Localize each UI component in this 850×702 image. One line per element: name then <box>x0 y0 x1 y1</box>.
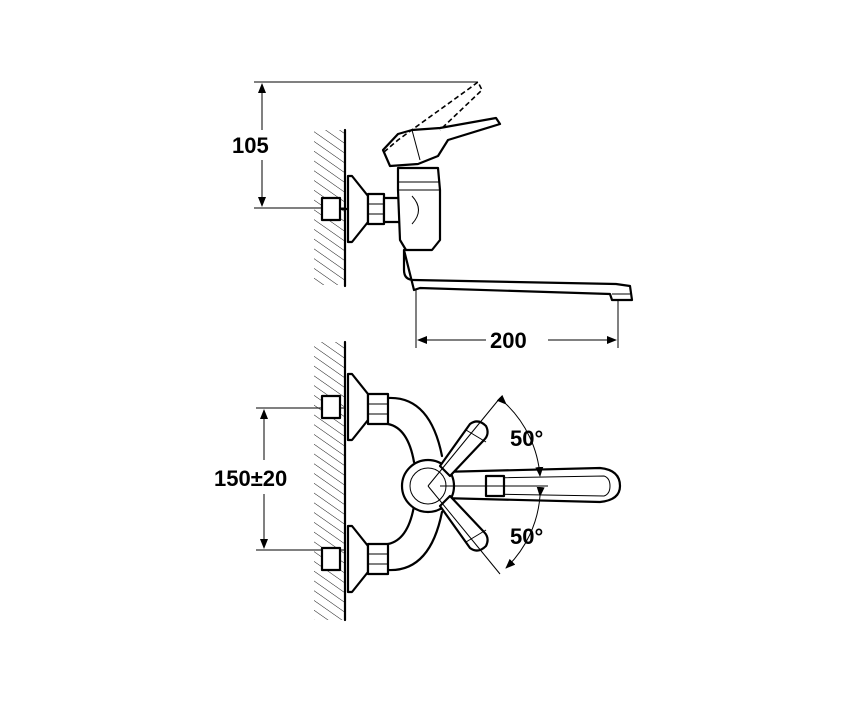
handle-top <box>381 116 502 168</box>
arm-lower-inner <box>386 504 416 546</box>
mixer-body-top <box>396 166 442 252</box>
flange-upper <box>346 372 370 442</box>
wall-connector-top <box>320 196 342 222</box>
nut-lower <box>366 542 390 576</box>
nut-top <box>366 192 386 226</box>
wall-hatching-bottom <box>314 342 344 620</box>
nut-upper <box>366 392 390 426</box>
dim-150-label: 150±20 <box>214 466 287 491</box>
angle-arc-lower <box>505 486 545 569</box>
angle-arc-upper <box>496 394 544 477</box>
handle-raised-dashed <box>383 80 483 153</box>
arm-upper-inner <box>386 422 416 464</box>
spout-top <box>402 248 634 302</box>
wall-connector-upper <box>320 394 342 420</box>
angle-ref-lower <box>427 485 501 575</box>
flange-lower <box>346 524 370 594</box>
angle-lower-label: 50° <box>510 524 543 549</box>
handle-lower-position <box>438 494 489 552</box>
dim-200-label: 200 <box>490 328 527 353</box>
handle-upper-position <box>438 420 489 478</box>
angle-upper-label: 50° <box>510 426 543 451</box>
side-view: 105 200 <box>232 80 634 353</box>
arm-lower-outer <box>386 510 444 572</box>
plan-view: 150±20 <box>214 340 622 622</box>
spout-plan <box>438 466 622 504</box>
wall-connector-lower <box>320 546 342 572</box>
angle-ref-upper <box>427 397 501 487</box>
dim-105-label: 105 <box>232 133 269 158</box>
flange-top <box>346 174 370 244</box>
arm-upper-outer <box>386 396 444 458</box>
